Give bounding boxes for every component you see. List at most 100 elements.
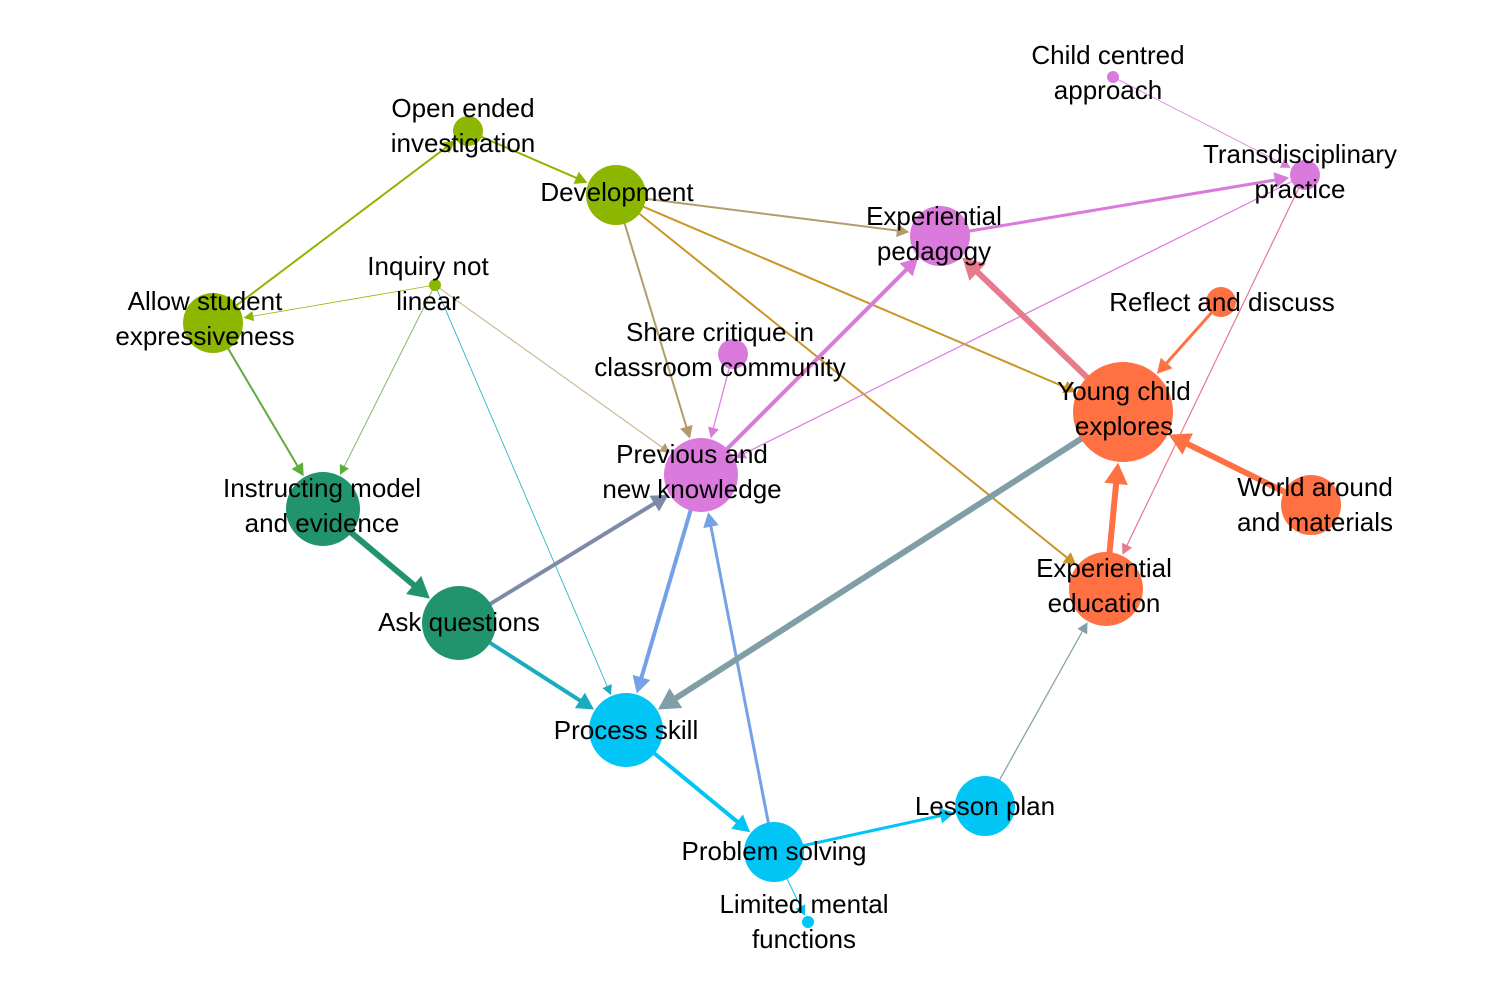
arrowhead-icon — [703, 512, 719, 529]
node-world[interactable] — [1281, 475, 1341, 535]
edge-line — [337, 520, 417, 588]
arrowhead-icon — [1168, 433, 1193, 455]
node-label-line: Reflect and discuss — [1109, 287, 1334, 317]
node-lesson[interactable] — [955, 776, 1015, 836]
node-label-reflect: Reflect and discuss — [1109, 287, 1334, 317]
edge-dev-to-young — [631, 201, 1077, 394]
node-label-line: Transdisciplinary — [1203, 139, 1397, 169]
node-trans[interactable] — [1290, 160, 1320, 190]
arrowhead-icon — [735, 448, 748, 459]
node-label-line: and evidence — [245, 508, 400, 538]
edge-lesson-to-expedu — [993, 622, 1088, 791]
arrowhead-icon — [574, 692, 595, 710]
edge-line — [709, 525, 773, 836]
node-label-line: Previous and — [616, 439, 768, 469]
edge-allow-to-open — [226, 140, 456, 314]
node-inquiry[interactable] — [429, 279, 441, 291]
arrowhead-icon — [1104, 462, 1128, 485]
label-layer: Open ended investigationDevelopmentAllow … — [115, 40, 1397, 954]
node-label-line: Inquiry not — [367, 251, 489, 281]
edge-line — [641, 742, 740, 824]
edge-exped-to-trans — [956, 172, 1290, 235]
edge-line — [226, 147, 447, 314]
node-label-lesson: Lesson plan — [915, 791, 1055, 821]
node-instruct[interactable] — [286, 472, 360, 546]
node-label-allow: Allow student expressiveness — [115, 286, 294, 351]
node-share[interactable] — [718, 339, 748, 369]
node-limited[interactable] — [802, 916, 814, 928]
node-label-line: Lesson plan — [915, 791, 1055, 821]
node-dev[interactable] — [586, 165, 646, 225]
edge-share-to-prev — [708, 362, 732, 439]
edge-line — [629, 205, 1068, 559]
edge-line — [714, 267, 909, 462]
edge-line — [639, 494, 697, 680]
node-label-line: Open ended — [391, 93, 534, 123]
node-open[interactable] — [453, 116, 483, 146]
edge-prev-to-process — [632, 494, 697, 694]
arrowhead-icon — [659, 443, 671, 453]
node-label-line: Ask questions — [378, 607, 540, 637]
arrowhead-icon — [1077, 622, 1088, 635]
node-label-line: Limited mental — [719, 889, 888, 919]
arrowhead-icon — [441, 140, 456, 154]
edge-line — [993, 630, 1083, 791]
node-young[interactable] — [1073, 362, 1173, 462]
arrowhead-icon — [731, 814, 751, 833]
arrowhead-icon — [1156, 357, 1173, 374]
node-label-line: Child centred — [1031, 40, 1184, 70]
node-prev[interactable] — [664, 438, 738, 512]
edge-line — [252, 285, 432, 317]
edge-line — [672, 425, 1101, 702]
edge-line — [790, 814, 942, 850]
edge-line — [1126, 182, 1302, 546]
node-label-dev: Development — [540, 177, 694, 207]
node-problem[interactable] — [744, 822, 804, 882]
edge-line — [632, 196, 898, 232]
node-label-line: investigation — [391, 128, 536, 158]
edge-line — [1165, 307, 1217, 365]
edge-ask-to-process — [475, 632, 595, 710]
node-process[interactable] — [589, 693, 663, 767]
arrowhead-icon — [243, 311, 255, 322]
node-ask[interactable] — [422, 586, 496, 660]
edge-ask-to-prev — [475, 494, 669, 614]
edge-dev-to-prev — [620, 211, 693, 439]
edge-reflect-to-young — [1156, 307, 1217, 374]
node-label-process: Process skill — [554, 715, 698, 745]
edge-line — [475, 133, 578, 179]
arrowhead-icon — [962, 257, 986, 281]
edge-line — [1115, 78, 1283, 164]
node-label-line: new knowledge — [602, 474, 781, 504]
node-label-line: Experiential — [1036, 553, 1172, 583]
arrowhead-icon — [649, 494, 669, 512]
node-expedu[interactable] — [1069, 552, 1143, 626]
edge-layer — [221, 78, 1302, 916]
edge-young-to-process — [658, 425, 1101, 710]
node-label-line: functions — [752, 924, 856, 954]
arrowhead-icon — [1062, 552, 1077, 566]
node-allow[interactable] — [183, 293, 243, 353]
node-label-prev: Previous and new knowledge — [602, 439, 781, 504]
arrowhead-icon — [573, 171, 588, 184]
node-label-line: classroom community — [594, 352, 845, 382]
node-reflect[interactable] — [1206, 287, 1236, 317]
arrowhead-icon — [680, 424, 693, 439]
node-label-line: Development — [540, 177, 694, 207]
node-label-line: explores — [1075, 411, 1173, 441]
edge-line — [631, 201, 1066, 389]
node-label-open: Open ended investigation — [391, 93, 536, 158]
arrowhead-icon — [899, 257, 919, 277]
arrowhead-icon — [291, 462, 304, 477]
node-label-ask: Ask questions — [378, 607, 540, 637]
node-exped[interactable] — [910, 206, 970, 266]
node-label-line: expressiveness — [115, 321, 294, 351]
edge-line — [221, 337, 299, 467]
node-child[interactable] — [1107, 71, 1119, 83]
node-label-line: Allow student — [128, 286, 283, 316]
